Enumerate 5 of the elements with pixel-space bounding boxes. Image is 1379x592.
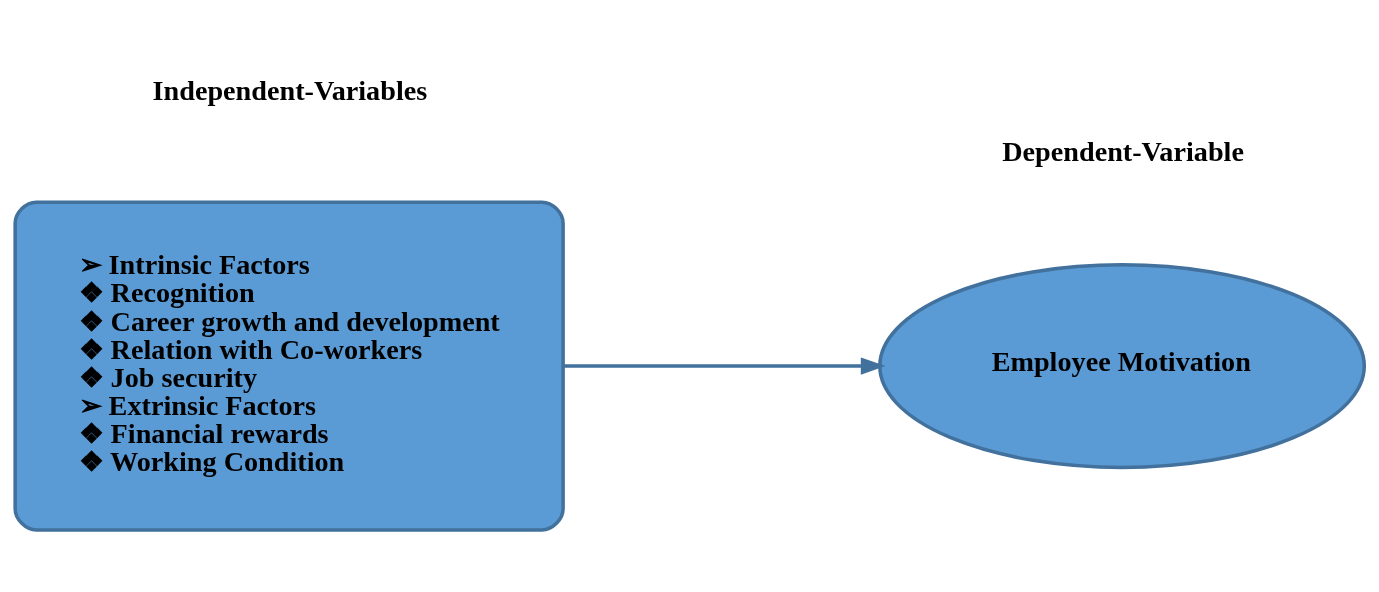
label: Independent-Variables — [152, 74, 428, 106]
node-box: ➢ Intrinsic Factors ❖ Recognition ❖ Career growth and development ❖ Relation with Co-workers ❖ Job security ➢ Extrinsic Factors ❖ Financial rewards ❖ Working Condition — [13, 200, 565, 532]
label: Dependent-Variable — [1002, 135, 1244, 167]
node-ellipse: Employee Motivation — [878, 262, 1367, 469]
arrow — [563, 356, 886, 375]
